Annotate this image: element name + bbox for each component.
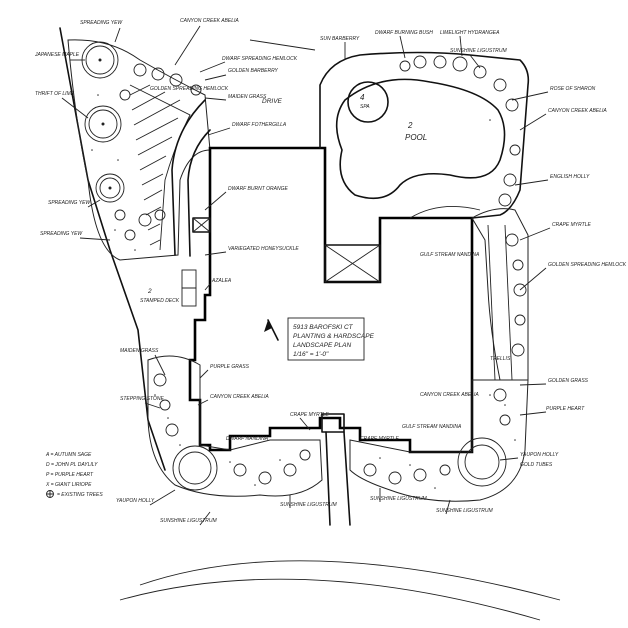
label-maiden-grass-left: MAIDEN GRASS bbox=[120, 348, 159, 354]
title-line-4: 1/16" = 1'-0" bbox=[293, 351, 329, 358]
label-golden-spreading-right: GOLDEN SPREADING HEMLOCK bbox=[548, 262, 627, 268]
left-bed-shrubs bbox=[114, 63, 202, 241]
north-arrow bbox=[264, 319, 279, 341]
pool-number: 2 bbox=[407, 121, 413, 130]
label-sunshine-ligustrum-bottom: SUNSHINE LIGUSTRUM bbox=[370, 496, 428, 502]
label-golden-spreading: GOLDEN SPREADING HEMLOCK bbox=[150, 86, 229, 92]
bottom-bed-shrubs bbox=[153, 373, 511, 485]
bottom-right-tree bbox=[457, 437, 507, 487]
label-burnt-orange: DWARF BURNT ORANGE bbox=[228, 186, 288, 192]
deck-label: STAMPED DECK bbox=[140, 298, 180, 304]
left-bed-hatching bbox=[129, 84, 181, 246]
spreading-yew-tree bbox=[95, 173, 125, 203]
pool-bed-shrubs bbox=[399, 55, 521, 207]
label-gulf-stream: GULF STREAM NANDINA bbox=[420, 252, 480, 258]
porch-column bbox=[321, 413, 345, 433]
spa-outline bbox=[347, 81, 389, 123]
label-spreading-yew-low: SPREADING YEW bbox=[40, 231, 83, 237]
label-gold-tubes: GOLD TUBES bbox=[520, 462, 553, 468]
left-bed-outline bbox=[67, 39, 211, 261]
label-azalea: AZALEA bbox=[211, 278, 232, 284]
label-dwarf-spreading: DWARF SPREADING HEMLOCK bbox=[222, 56, 298, 62]
label-sun-barberry: SUN BARBERRY bbox=[320, 36, 360, 42]
label-gulf-stream-low: GULF STREAM NANDINA bbox=[402, 424, 462, 430]
top-line-segment bbox=[249, 39, 316, 51]
label-japanese-maple: JAPANESE MAPLE bbox=[34, 52, 80, 58]
title-line-3: LANDSCAPE PLAN bbox=[293, 342, 351, 349]
label-thrift: THRIFT OF LIME bbox=[35, 91, 75, 97]
label-canyon-creek-left: CANYON CREEK ABELIA bbox=[210, 394, 269, 400]
chimney-box bbox=[324, 244, 381, 283]
label-maiden-grass-top: MAIDEN GRASS bbox=[228, 94, 267, 100]
pool-label: POOL bbox=[405, 133, 427, 142]
spa-number: 4 bbox=[360, 93, 365, 102]
label-canyon-creek-top: CANYON CREEK ABELIA bbox=[180, 18, 239, 24]
label-hawthorn-right: YAUPON HOLLY bbox=[520, 452, 559, 458]
spa-label: SPA bbox=[360, 104, 370, 110]
title-line-2: PLANTING & HARDSCAPE bbox=[293, 333, 375, 340]
label-dwarf-fothergilla: DWARF FOTHERGILLA bbox=[232, 122, 287, 128]
label-spreading-yew-mid: SPREADING YEW bbox=[48, 200, 91, 206]
bottom-right-bed bbox=[349, 379, 529, 502]
existing-tree-icon bbox=[46, 490, 54, 498]
label-canyon-creek-right: CANYON CREEK ABELIA bbox=[548, 108, 607, 114]
front-walkway-right bbox=[343, 431, 351, 526]
label-golden-grass: GOLDEN GRASS bbox=[548, 378, 589, 384]
label-sunshine-ligustrum-right: SUNSHINE LIGUSTRUM bbox=[436, 508, 494, 514]
bottom-left-bed bbox=[147, 355, 323, 497]
thrift-tree bbox=[84, 105, 122, 143]
legend-line-5: = EXISTING TREES bbox=[57, 492, 103, 498]
pool-walk-arc bbox=[409, 205, 481, 219]
japanese-maple-tree bbox=[81, 41, 119, 79]
label-purple-grass: PURPLE GRASS bbox=[210, 364, 250, 370]
label-english-holly: ENGLISH HOLLY bbox=[550, 174, 590, 180]
label-spreading-yew-top: SPREADING YEW bbox=[80, 20, 123, 26]
label-purple-heart: PURPLE HEART bbox=[546, 406, 585, 412]
label-stepping-stone: STEPPING STONE bbox=[120, 396, 164, 402]
title-block: 5913 BAROFSKI CT PLANTING & HARDSCAPE LA… bbox=[287, 317, 375, 361]
label-crape-myrtle-low: CRAPE MYRTLE bbox=[360, 436, 399, 442]
title-line-1: 5913 BAROFSKI CT bbox=[293, 324, 354, 331]
label-dwarf-nandina: DWARF NANDINA bbox=[226, 436, 269, 442]
right-side-bed bbox=[471, 208, 529, 381]
legend-line-2: D = JOHN PL DAYLILY bbox=[46, 462, 98, 468]
left-bed-inner bbox=[129, 84, 191, 251]
label-sunshine-ligustrum-low2: SUNSHINE LIGUSTRUM bbox=[280, 502, 338, 508]
legend-line-1: A = AUTUMN SAGE bbox=[45, 452, 92, 458]
label-trellis: TRELLIS bbox=[490, 356, 511, 362]
label-limelight: LIMELIGHT HYDRANGEA bbox=[440, 30, 500, 36]
right-bed-shrubs bbox=[505, 233, 527, 357]
right-walkway-2 bbox=[504, 224, 513, 381]
label-hawthorn: YAUPON HOLLY bbox=[116, 498, 155, 504]
label-rose-sharon: ROSE OF SHARON bbox=[550, 86, 596, 92]
mulch-dots bbox=[91, 94, 516, 489]
legend: A = AUTUMN SAGE D = JOHN PL DAYLILY P = … bbox=[45, 452, 103, 498]
label-crape-myrtle-mid: CRAPE MYRTLE bbox=[290, 412, 329, 418]
label-sunshine-ligustrum-top: SUNSHINE LIGUSTRUM bbox=[450, 48, 508, 54]
deck-number: 2 bbox=[147, 288, 152, 295]
legend-line-3: P = PURPLE HEART bbox=[46, 472, 94, 478]
label-dwarf-burning-bush: DWARF BURNING BUSH bbox=[375, 30, 433, 36]
front-walkway-left bbox=[325, 431, 331, 526]
label-golden-barberry: GOLDEN BARBERRY bbox=[228, 68, 278, 74]
driveway-curve-inner bbox=[187, 129, 211, 257]
label-crape-myrtle: CRAPE MYRTLE bbox=[552, 222, 591, 228]
bottom-curve-lower bbox=[119, 578, 541, 621]
pool-outline bbox=[335, 78, 506, 200]
house-outline bbox=[188, 146, 474, 454]
legend-line-4: X = GIANT LIRIOPE bbox=[45, 482, 92, 488]
label-variegated: VARIEGATED HONEYSUCKLE bbox=[228, 246, 299, 252]
label-canyon-creek-mid: CANYON CREEK ABELIA bbox=[420, 392, 479, 398]
property-line-bottom bbox=[139, 560, 561, 601]
bottom-left-tree bbox=[172, 445, 218, 491]
right-walkway bbox=[487, 224, 496, 381]
deck-steps bbox=[181, 269, 197, 307]
driveway-curve bbox=[171, 99, 206, 256]
label-sunshine-ligustrum-low: SUNSHINE LIGUSTRUM bbox=[160, 518, 218, 524]
drive-label: DRIVE bbox=[262, 98, 283, 105]
ac-unit-box bbox=[192, 217, 211, 233]
leader-lines bbox=[61, 25, 551, 526]
